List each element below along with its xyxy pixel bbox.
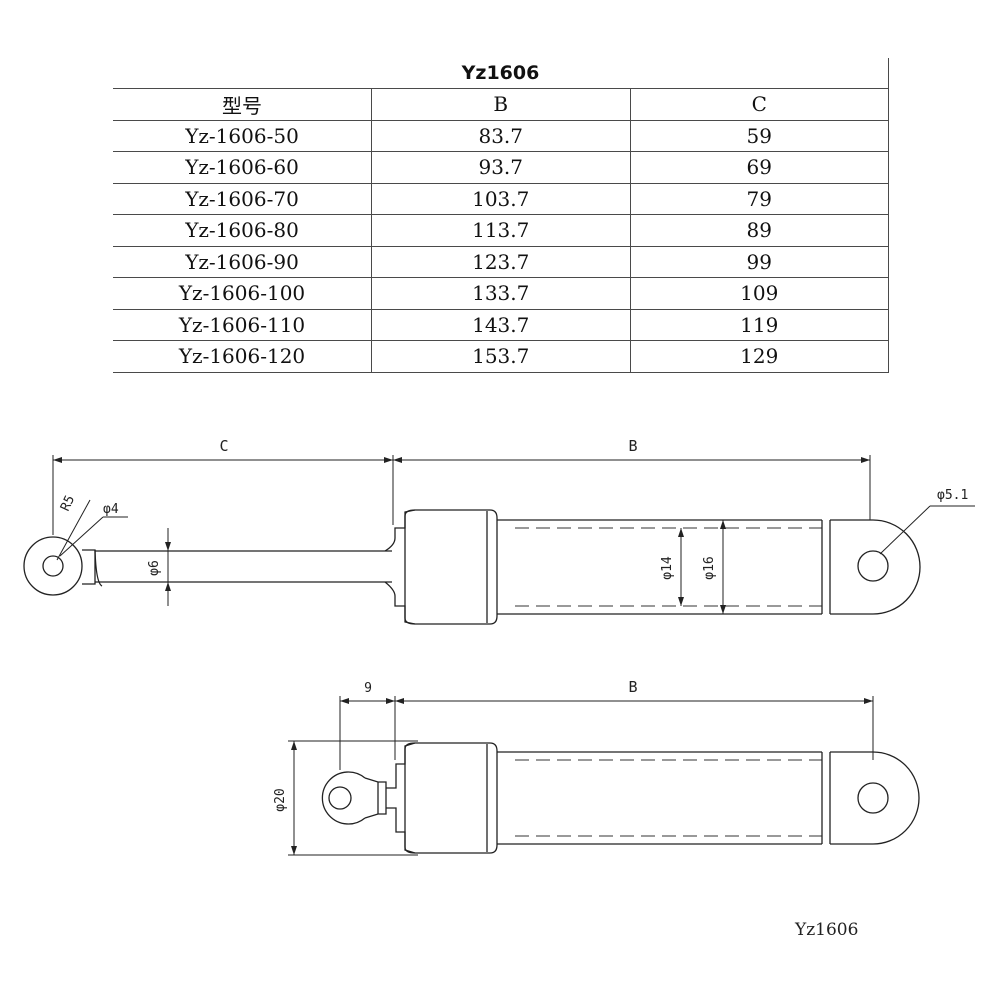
table-title: Yz1606	[113, 58, 889, 89]
dim-b2-label: B	[628, 678, 637, 696]
cell-c: 99	[630, 246, 889, 278]
leader-phi51	[879, 505, 931, 555]
table-row: Yz-1606-80 113.7 89	[113, 214, 889, 247]
table-row: Yz-1606-100 133.7 109	[113, 277, 889, 310]
cell-b: 103.7	[371, 183, 631, 215]
cell-c: 79	[630, 183, 889, 215]
cell-b: 153.7	[371, 340, 631, 373]
table-header-row: 型号 B C	[113, 88, 889, 121]
right-eye-outer-2	[830, 751, 920, 845]
cell-model: Yz-1606-60	[113, 151, 372, 184]
table-row: Yz-1606-70 103.7 79	[113, 183, 889, 215]
end-cap	[404, 509, 498, 625]
cell-c: 59	[630, 120, 889, 152]
top-view-spring: C B φ6 φ14	[23, 437, 975, 625]
header-c: C	[630, 88, 889, 121]
label-phi51: φ5.1	[937, 488, 968, 503]
right-eye-hole-2	[857, 782, 889, 814]
dim-9-label: 9	[364, 681, 372, 696]
cell-b: 113.7	[371, 214, 631, 247]
dim-c-label: C	[219, 437, 228, 455]
cell-b: 83.7	[371, 120, 631, 152]
spec-table: Yz1606 型号 B C Yz-1606-50 83.7 59 Yz-1606…	[113, 58, 889, 373]
table-row: Yz-1606-50 83.7 59	[113, 120, 889, 152]
label-r5: R5	[58, 493, 78, 514]
cell-model: Yz-1606-90	[113, 246, 372, 278]
dim-b-label: B	[628, 437, 637, 455]
header-model: 型号	[113, 88, 372, 121]
cell-b: 133.7	[371, 277, 631, 310]
dim-phi16-label: φ16	[702, 556, 717, 579]
piston-rod	[95, 550, 392, 583]
right-eye-hole	[857, 550, 889, 582]
cell-c: 69	[630, 151, 889, 184]
right-eye-outer	[830, 519, 921, 615]
dim-phi14-label: φ14	[660, 556, 675, 580]
left-eye-outer-2	[321, 771, 366, 825]
cell-model: Yz-1606-100	[113, 277, 372, 310]
left-eye-hole	[42, 555, 64, 577]
left-eye-hole-2	[328, 786, 352, 810]
dim-phi6-label: φ6	[147, 560, 162, 576]
left-eye-outer	[23, 536, 83, 596]
cell-b: 93.7	[371, 151, 631, 184]
drawing-caption: Yz1606	[794, 920, 858, 940]
cell-c: 129	[630, 340, 889, 373]
cell-c: 109	[630, 277, 889, 310]
table-row: Yz-1606-110 143.7 119	[113, 309, 889, 341]
cell-model: Yz-1606-120	[113, 340, 372, 373]
cell-model: Yz-1606-80	[113, 214, 372, 247]
cell-b: 123.7	[371, 246, 631, 278]
cell-model: Yz-1606-70	[113, 183, 372, 215]
end-cap-2	[404, 742, 498, 854]
leader-r5	[56, 499, 91, 561]
header-b: B	[371, 88, 631, 121]
cell-c: 89	[630, 214, 889, 247]
cell-c: 119	[630, 309, 889, 341]
leader-phi4	[59, 516, 104, 557]
table-row: Yz-1606-90 123.7 99	[113, 246, 889, 278]
cell-b: 143.7	[371, 309, 631, 341]
table-row: Yz-1606-120 153.7 129	[113, 340, 889, 373]
table-title-row: Yz1606	[113, 58, 889, 89]
bottom-view-spring: 9 B φ20	[273, 678, 920, 856]
cell-model: Yz-1606-50	[113, 120, 372, 152]
label-phi4: φ4	[103, 502, 119, 517]
dim-phi20-label: φ20	[273, 788, 288, 811]
table-row: Yz-1606-60 93.7 69	[113, 151, 889, 184]
cell-model: Yz-1606-110	[113, 309, 372, 341]
